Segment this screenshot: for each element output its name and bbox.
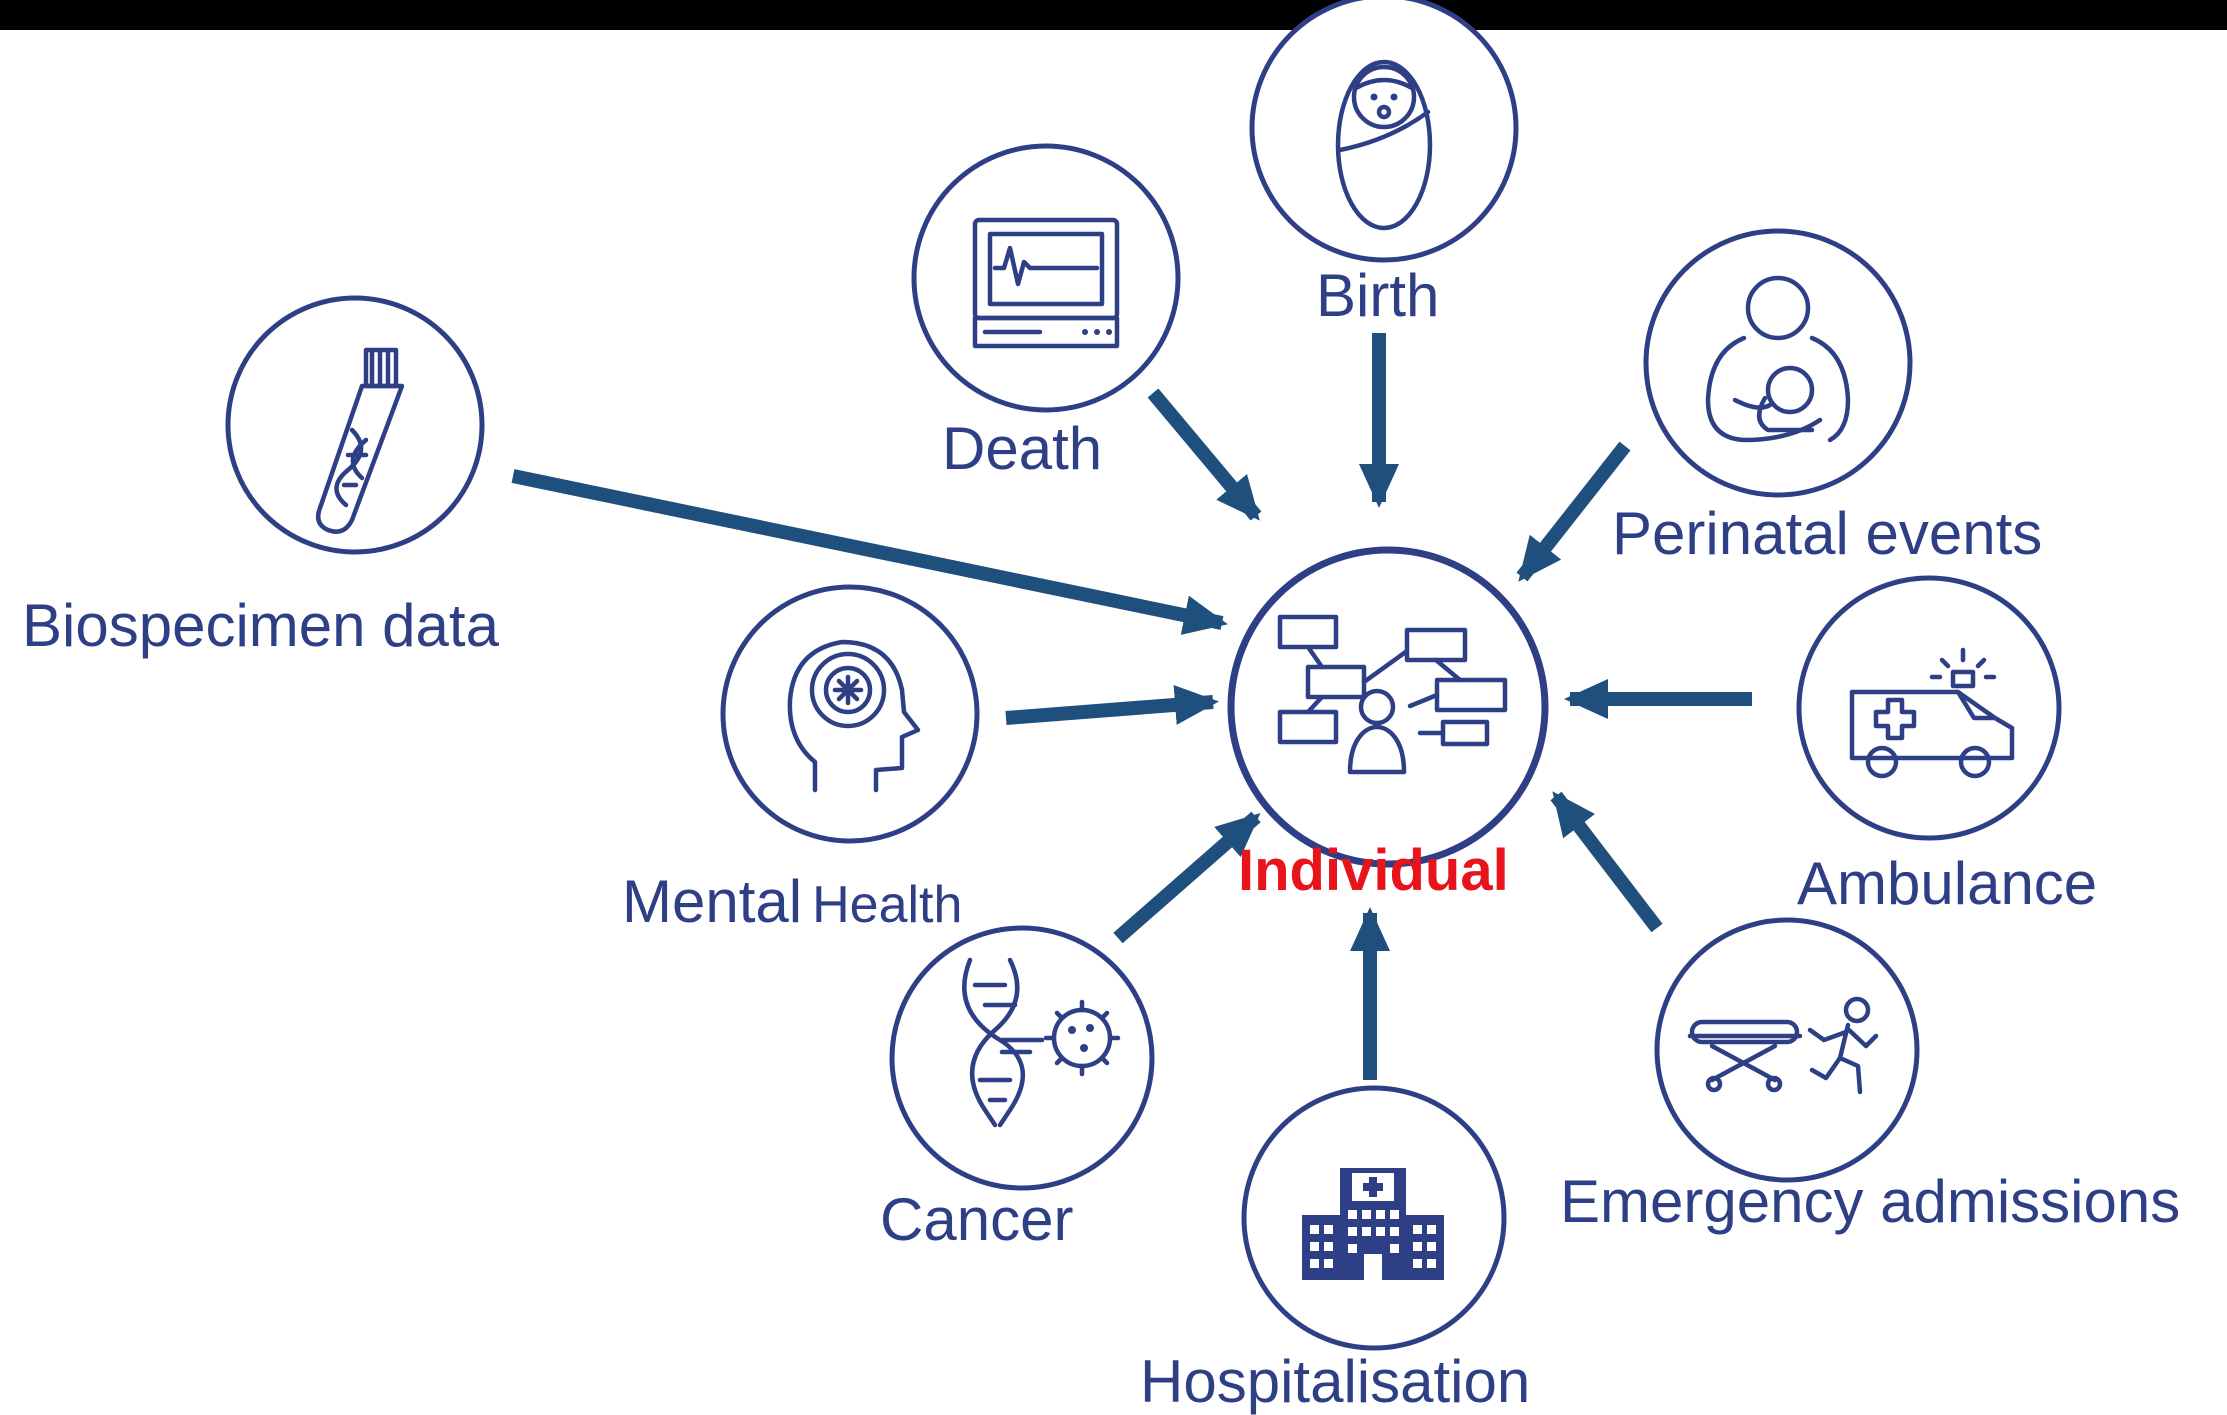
center-label: Individual — [1238, 838, 1509, 903]
arrow-mental-health — [1005, 684, 1219, 725]
node-death — [911, 143, 1181, 413]
mental-health-label-main: Mental — [622, 868, 803, 935]
node-perinatal — [1643, 228, 1913, 498]
emergency-label: Emergency admissions — [1560, 1168, 2181, 1235]
hospitalisation-label: Hospitalisation — [1140, 1348, 1531, 1415]
mental-health-label-small: Health — [812, 876, 963, 934]
arrow-death — [1147, 388, 1262, 521]
data-network-person-icon — [1277, 614, 1508, 775]
death-label: Death — [942, 415, 1103, 482]
node-emergency — [1654, 917, 1920, 1183]
biospecimen-label: Biospecimen data — [22, 592, 499, 659]
arrow-cancer — [1113, 811, 1261, 944]
node-mental-health — [720, 584, 980, 844]
ambulance-label: Ambulance — [1797, 850, 2098, 917]
mother-holding-baby-icon — [1705, 275, 1851, 443]
swaddled-baby-icon — [1335, 59, 1433, 231]
stretcher-runner-icon — [1687, 996, 1879, 1095]
center-node — [1227, 546, 1549, 868]
node-ambulance — [1796, 575, 2062, 841]
hospital-building-icon — [1302, 1168, 1444, 1280]
node-cancer — [889, 925, 1155, 1191]
arrow-emergency — [1550, 791, 1663, 933]
head-brain-icon — [787, 639, 921, 793]
birth-label: Birth — [1316, 262, 1440, 329]
dna-cancer-cell-icon — [962, 957, 1121, 1128]
arrows — [511, 333, 1752, 1080]
node-birth — [1249, 0, 1519, 263]
arrow-perinatal — [1516, 441, 1631, 582]
arrow-biospecimen — [511, 469, 1228, 635]
dna-test-tube-icon — [316, 347, 405, 534]
top-bar — [0, 0, 2227, 30]
node-biospecimen — [225, 295, 485, 555]
cancer-label: Cancer — [880, 1186, 1074, 1253]
heart-monitor-icon — [972, 217, 1120, 349]
perinatal-label: Perinatal events — [1612, 500, 2043, 567]
ambulance-icon — [1849, 647, 2015, 779]
node-hospitalisation — [1241, 1085, 1507, 1351]
